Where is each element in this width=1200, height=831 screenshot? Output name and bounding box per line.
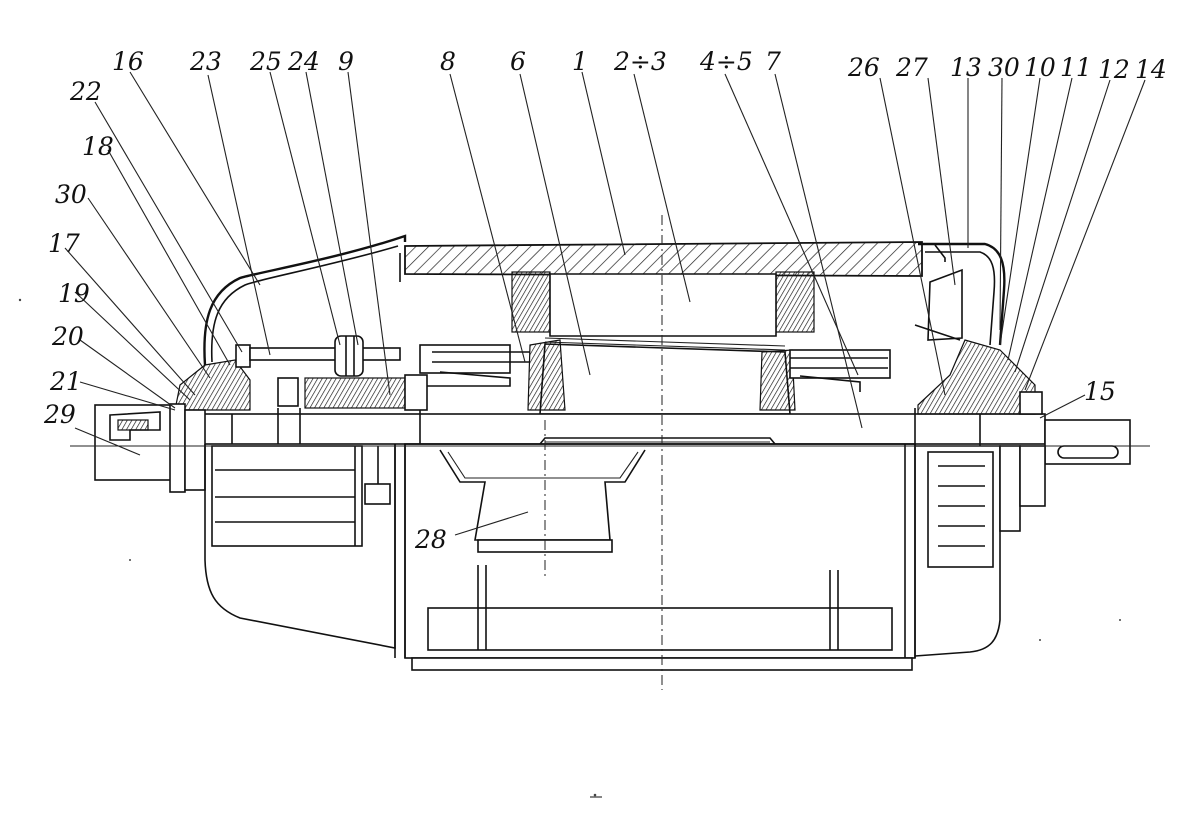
stator-frame [399,241,923,282]
callout-24: 24 [287,47,320,76]
center-lines [70,215,1150,690]
scan-specks [18,298,1121,798]
stator-core [511,271,815,351]
callout-16: 16 [112,47,144,76]
callout-29: 29 [43,400,76,429]
rotor-core [527,339,796,415]
callout-4-5: 4÷5 [699,47,753,76]
callout-9: 9 [338,47,354,76]
fan [439,449,646,553]
left-end-shield [174,234,428,411]
callout-14: 14 [1135,55,1167,84]
callout-27: 27 [895,53,928,82]
callout-30-left: 30 [55,180,87,209]
rotor-hub [539,437,776,445]
right-end-shield [914,242,1043,415]
callout-20: 20 [51,322,84,351]
callout-25: 25 [249,47,282,76]
rotor-bars [419,344,891,392]
callout-6: 6 [510,47,526,76]
callout-labels: 16 23 25 24 9 8 6 1 2÷3 4÷5 7 26 27 13 3… [43,47,1167,554]
callout-23: 23 [189,47,222,76]
callout-8: 8 [440,47,456,76]
leader-lines [64,71,1146,536]
callout-22: 22 [69,77,102,106]
left-outer-cover [94,403,206,493]
callout-26: 26 [847,53,880,82]
callout-15: 15 [1084,377,1116,406]
callout-11: 11 [1060,53,1092,82]
right-housing [914,445,1046,657]
callout-19: 19 [58,279,90,308]
callout-18: 18 [82,132,114,161]
callout-21: 21 [49,367,82,396]
shaft [169,408,1131,465]
callout-17: 17 [48,229,80,258]
terminal-box [204,444,406,658]
callout-13: 13 [950,53,982,82]
callout-10: 10 [1024,53,1056,82]
callout-7: 7 [765,47,781,76]
callout-12: 12 [1098,55,1130,84]
callout-28: 28 [414,525,447,554]
callout-2-3: 2÷3 [613,47,667,76]
callout-30-right: 30 [988,53,1020,82]
callout-1: 1 [572,47,588,76]
